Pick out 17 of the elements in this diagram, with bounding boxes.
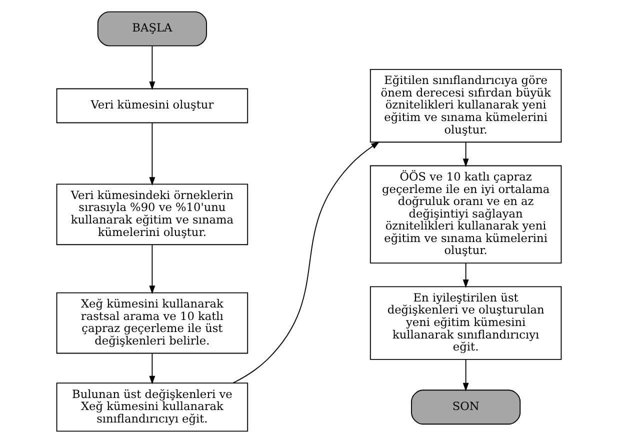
- node-box: Veri kümesini oluştur: [56, 88, 248, 124]
- arrow: [462, 142, 468, 168]
- node-box: Xeğ kümesini kullanarak rastsal arama ve 10 katlı çapraz geçerleme ile üst değişkenleri belirle.: [56, 292, 248, 354]
- arrow: [232, 142, 380, 384]
- arrow: [148, 244, 155, 294]
- node-box: SON: [410, 390, 520, 425]
- arrow: [148, 122, 155, 186]
- node-box: Veri kümesindeki örneklerin sırasıyla %90 ve %10'unu kullanarak eğitim ve sınama kümelerini oluştur.: [56, 184, 248, 246]
- arrow: [148, 353, 155, 384]
- arrow: [462, 359, 468, 392]
- arrow: [462, 262, 468, 288]
- node-box: Eğitilen sınıflandırıcıya göre önem derecesi sıfırdan büyük öznitelikleri kullanarak yeni eğitim ve sınama kümelerini oluştur.: [369, 68, 562, 143]
- node-box: BAŞLA: [96, 11, 206, 46]
- arrow: [148, 46, 155, 90]
- node-box: ÖÖS ve 10 katlı çapraz geçerleme ile en iyi ortalama doğruluk oranı ve en az değişintiyi sağlayan öznitelikleri kullanarak yeni eğitim ve sınama kümelerini oluştur.: [369, 165, 562, 264]
- node-box: Bulunan üst değişkenleri ve Xeğ kümesini kullanarak sınıflandırıcıyı eğit.: [56, 382, 248, 432]
- node-box: En iyileştirilen üst değişkenleri ve oluşturulan yeni eğitim kümesini kullanarak sınıflandırıcıyı eğit.: [369, 286, 562, 360]
